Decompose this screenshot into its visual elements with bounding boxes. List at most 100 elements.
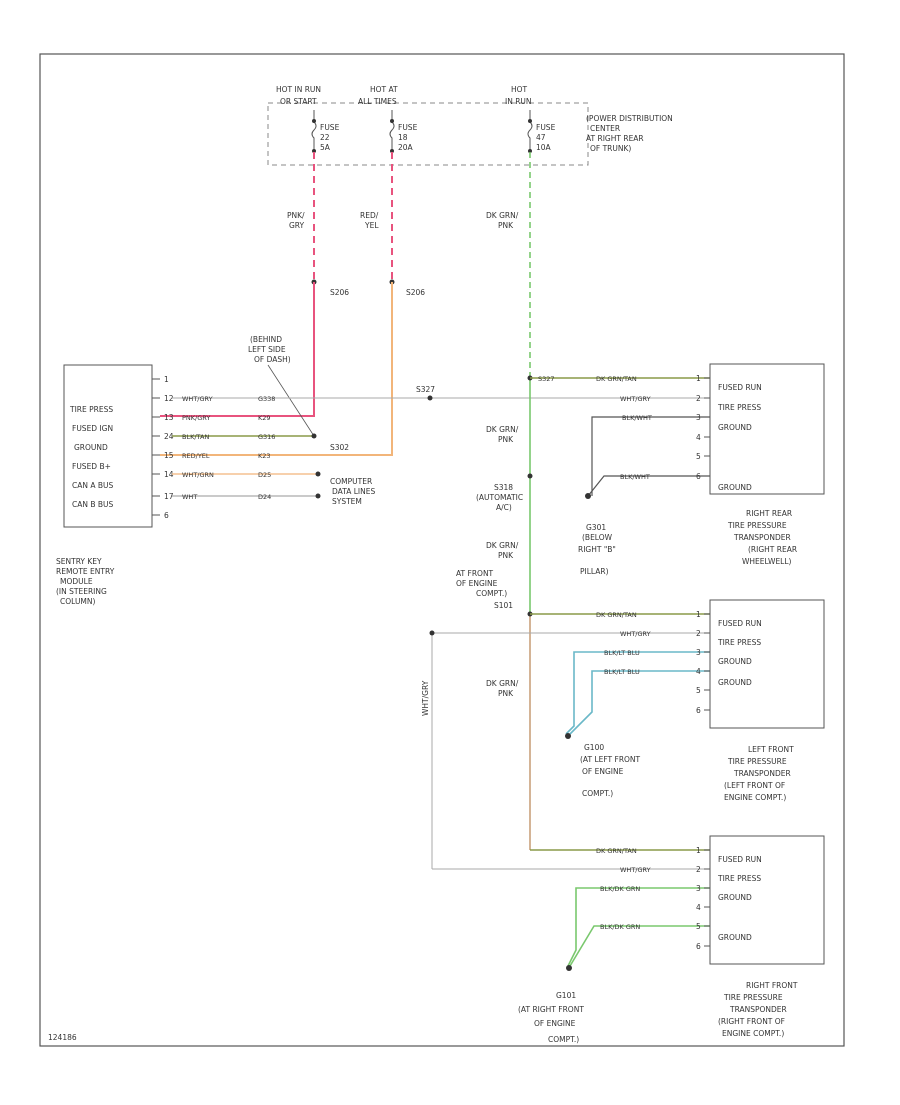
diagram-id: 124186 [48,1033,77,1042]
wire-label-wht-gry-vertical: WHT/GRY [421,680,430,716]
wire-label-dkgrn-1: DK GRN/ [486,211,519,220]
transponder-right-rear: 1 2 3 4 5 6 FUSED RUN TIRE PRESS GROUND … [696,363,825,566]
wire-label-red: RED/ [360,211,379,220]
svg-text:AT FRONT: AT FRONT [456,569,494,578]
svg-text:OF ENGINE: OF ENGINE [582,767,624,776]
svg-text:1: 1 [696,846,701,855]
svg-text:FUSED B+: FUSED B+ [72,462,111,471]
cdl-label: COMPUTER DATA LINES SYSTEM [330,477,375,506]
cdl-dot-1 [315,471,321,477]
ground-g301 [585,493,591,499]
behind-dash-3: OF DASH) [254,355,291,364]
transponder-right-front: 1 2 3 4 5 6 FUSED RUN TIRE PRESS GROUND … [696,835,825,1038]
fuse-47: FUSE 47 10A [527,110,556,153]
svg-text:13: 13 [164,413,174,422]
svg-text:TIRE PRESS: TIRE PRESS [717,874,761,883]
svg-text:(POWER DISTRIBUTION: (POWER DISTRIBUTION [586,114,673,123]
wire-label-dkgrn-2: DK GRN/ [486,425,519,434]
svg-text:BLK/DK GRN: BLK/DK GRN [600,885,640,893]
svg-text:S327: S327 [538,375,555,383]
svg-text:3: 3 [696,648,701,657]
wire-label-dkgrn-3: DK GRN/ [486,541,519,550]
svg-text:COMPUTER: COMPUTER [330,477,372,486]
svg-text:REMOTE ENTRY: REMOTE ENTRY [56,567,115,576]
splice-wht-gry [429,630,435,636]
wire-label-pnk-3: PNK [498,551,514,560]
svg-text:5: 5 [696,452,701,461]
svg-text:BLK/LT BLU: BLK/LT BLU [604,668,640,676]
behind-dash-2: LEFT SIDE [248,345,286,354]
svg-text:RIGHT "B": RIGHT "B" [578,545,616,554]
svg-text:6: 6 [164,511,169,520]
svg-text:GROUND: GROUND [718,657,752,666]
pdc-source-1-l2: OR START [280,97,317,106]
svg-text:(LEFT FRONT OF: (LEFT FRONT OF [724,781,785,790]
svg-text:PILLAR): PILLAR) [580,567,609,576]
pdc-source-3-l1: HOT [511,85,528,94]
svg-text:G100: G100 [584,743,604,752]
svg-text:MODULE: MODULE [60,577,93,586]
behind-dash-leader [267,364,315,437]
svg-text:AT RIGHT REAR: AT RIGHT REAR [586,134,644,143]
pdc-box [267,102,589,166]
module-pins: 1 12 13 24 15 14 17 6 [152,375,174,520]
svg-text:GROUND: GROUND [718,893,752,902]
svg-text:WHT/GRY: WHT/GRY [182,395,213,403]
svg-text:(AT LEFT FRONT: (AT LEFT FRONT [580,755,641,764]
pdc-source-2-l2: ALL TIMES [358,97,397,106]
svg-text:ENGINE COMPT.): ENGINE COMPT.) [722,1029,784,1038]
svg-text:TIRE PRESSURE: TIRE PRESSURE [723,993,783,1002]
ground-g301-label: G301 (BELOW RIGHT "B" PILLAR) [578,523,616,576]
svg-text:5: 5 [696,686,701,695]
svg-text:SYSTEM: SYSTEM [332,497,362,506]
svg-text:TIRE PRESS: TIRE PRESS [69,405,113,414]
svg-text:TIRE PRESS: TIRE PRESS [717,638,761,647]
svg-text:(RIGHT FRONT OF: (RIGHT FRONT OF [718,1017,785,1026]
module-wire-labels: WHT/GRY G338 PNK/GRY K29 BLK/TAN G316 RE… [182,385,435,501]
svg-text:TIRE PRESSURE: TIRE PRESSURE [727,521,787,530]
svg-text:OF ENGINE: OF ENGINE [456,579,498,588]
wire-rf-ground-1 [567,887,710,967]
svg-text:DATA LINES: DATA LINES [332,487,375,496]
wire-rr-ground-2 [587,475,710,497]
svg-text:(RIGHT REAR: (RIGHT REAR [748,545,797,554]
svg-text:DK GRN/TAN: DK GRN/TAN [596,375,637,383]
svg-text:D25: D25 [258,471,271,479]
svg-text:BLK/WHT: BLK/WHT [622,414,652,422]
svg-text:G301: G301 [586,523,606,532]
svg-text:S302: S302 [330,443,349,452]
svg-text:COLUMN): COLUMN) [60,597,96,606]
svg-text:14: 14 [164,470,174,479]
svg-text:22: 22 [320,133,330,142]
svg-text:12: 12 [164,394,174,403]
svg-text:FUSED RUN: FUSED RUN [718,619,762,628]
svg-text:D24: D24 [258,493,271,501]
pdc-source-3-l2: IN RUN [505,97,532,106]
svg-text:COMPT.): COMPT.) [582,789,613,798]
svg-text:GROUND: GROUND [718,933,752,942]
svg-text:(AUTOMATIC: (AUTOMATIC [476,493,523,502]
wire-label-pnk: PNK/ [287,211,305,220]
svg-text:S101: S101 [494,601,513,610]
behind-dash-1: (BEHIND [250,335,282,344]
front-location-label: AT FRONT OF ENGINE COMPT.) S101 [456,569,513,610]
svg-text:WHT/GRY: WHT/GRY [620,630,651,638]
svg-text:GROUND: GROUND [718,678,752,687]
svg-text:2: 2 [696,629,701,638]
svg-text:6: 6 [696,942,701,951]
svg-text:TRANSPONDER: TRANSPONDER [733,533,791,542]
svg-text:FUSE: FUSE [398,123,418,132]
svg-text:WHT/GRY: WHT/GRY [620,866,651,874]
transponder-left-front: 1 2 3 4 5 6 FUSED RUN TIRE PRESS GROUND … [696,599,825,802]
svg-text:4: 4 [696,903,701,912]
module-description: SENTRY KEY REMOTE ENTRY MODULE (IN STEER… [56,557,115,606]
svg-text:COMPT.): COMPT.) [476,589,507,598]
svg-text:4: 4 [696,667,701,676]
ground-g101 [566,965,572,971]
fuse-22: FUSE 22 5A [311,110,340,153]
svg-text:G316: G316 [258,433,275,441]
svg-text:5: 5 [696,922,701,931]
sentry-key-module [63,364,153,528]
